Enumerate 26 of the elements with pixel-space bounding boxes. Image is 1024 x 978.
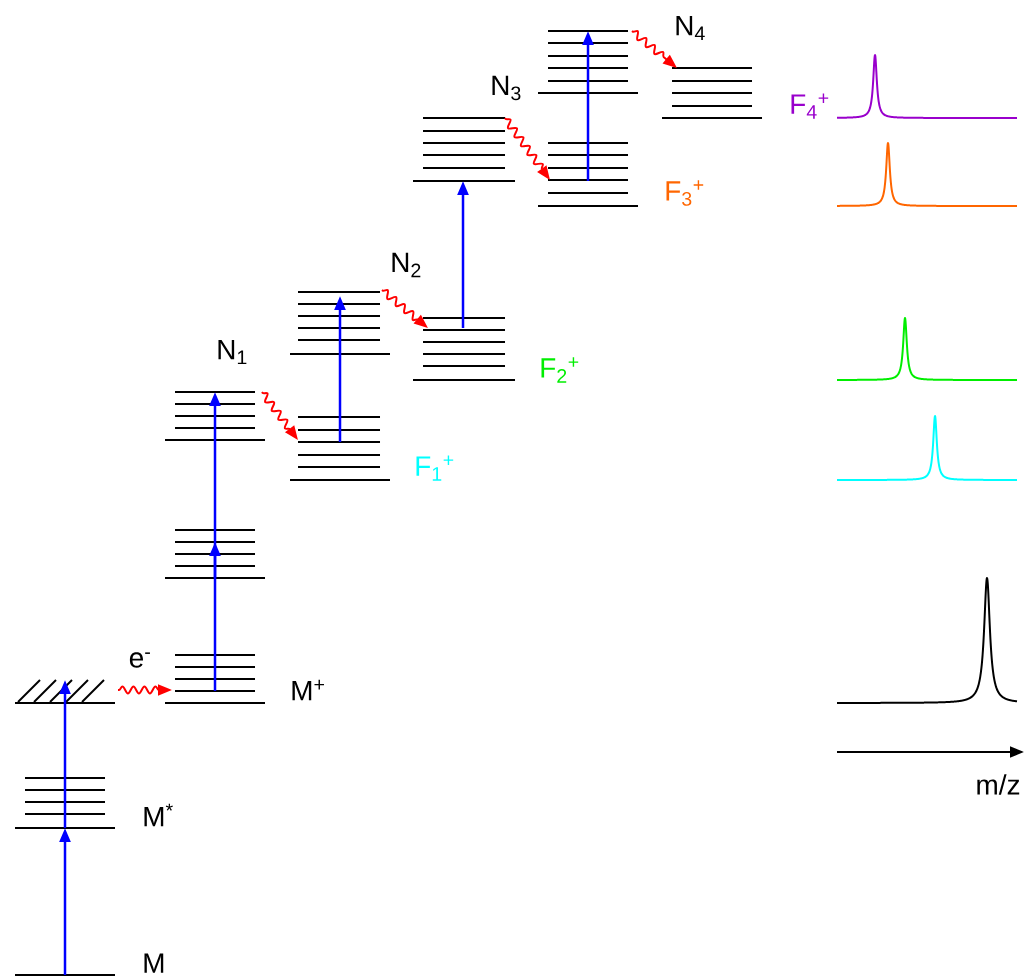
level-label: F$_{1}$+ <box>416 455 454 481</box>
level-label: F$_{2}$+ <box>541 357 579 383</box>
level-label: F$_{3}$+ <box>666 180 704 206</box>
energy-level-stack <box>413 316 515 382</box>
energy-level-stack <box>15 973 115 977</box>
level-label: F$_{4}$+ <box>791 93 829 119</box>
level-label: M <box>144 953 164 973</box>
axis-label: m/z <box>977 774 1020 795</box>
energy-level-stack <box>165 528 265 580</box>
energy-level-stack <box>15 776 115 830</box>
edge-label: N$_{1}$ <box>215 338 249 366</box>
energy-level-stack <box>662 66 762 120</box>
edge-label: N$_{4}$ <box>673 14 707 42</box>
level-label: M$^{*}$ <box>144 803 173 827</box>
energy-level-stack <box>290 290 390 356</box>
energy-level-stack <box>538 29 638 95</box>
energy-level-stack <box>538 141 638 208</box>
energy-level-stack <box>165 653 265 705</box>
edge-label: e$^{-}$ <box>127 651 153 669</box>
continuum-band <box>15 679 115 705</box>
level-label: M$^{+}$ <box>292 679 324 701</box>
energy-level-stack <box>413 116 515 183</box>
energy-level-stack <box>290 415 390 482</box>
edge-label: N$_{3}$ <box>489 74 523 102</box>
edge-label: N$_{2}$ <box>389 251 423 279</box>
energy-level-stack <box>165 390 265 442</box>
